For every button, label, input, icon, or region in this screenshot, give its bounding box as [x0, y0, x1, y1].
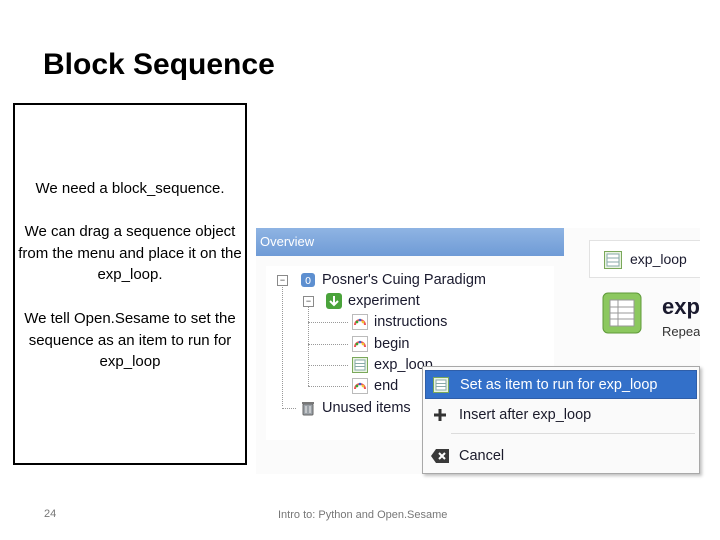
plus-icon [429, 405, 451, 425]
loop-large-icon [602, 292, 642, 339]
page-number: 24 [44, 508, 57, 520]
sequence-icon [326, 292, 342, 309]
sketchpad-icon [352, 313, 368, 330]
menu-item-set-as-item[interactable]: Set as item to run for exp_loop [425, 370, 697, 399]
menu-item-cancel[interactable]: Cancel [425, 442, 695, 469]
item-tab[interactable]: exp_loop [589, 240, 700, 278]
tree-item-unused[interactable]: Unused items [300, 397, 411, 418]
trash-icon [300, 400, 316, 416]
context-menu: Set as item to run for exp_loop Insert a… [422, 366, 700, 474]
menu-item-insert-after[interactable]: Insert after exp_loop [425, 401, 695, 428]
overview-header: Overview [256, 228, 564, 256]
svg-text:0: 0 [305, 276, 311, 287]
menu-separator [451, 433, 695, 434]
paragraph-3: We tell Open.Sesame to set the sequence … [24, 310, 236, 370]
tree-item-instructions[interactable]: instructions [352, 311, 447, 332]
tree-item-experiment[interactable]: experiment [326, 290, 420, 311]
footer-text: Intro to: Python and Open.Sesame [278, 509, 448, 521]
collapse-experiment-icon[interactable]: − [303, 296, 314, 307]
slide-title: Block Sequence [43, 48, 275, 81]
overview-tree: − − 0 Posner's Cuing Paradigm experiment… [266, 266, 554, 440]
tree-item-exp-loop[interactable]: exp_loop [352, 354, 433, 375]
item-title: exp [662, 294, 700, 319]
tree-item-end[interactable]: end [352, 375, 398, 396]
sketchpad-icon [352, 377, 368, 394]
opensesame-screenshot: Overview − − 0 Posner's Cuing Paradigm e… [256, 228, 700, 474]
paragraph-1: We need a block_sequence. [35, 180, 225, 197]
sketchpad-icon [352, 335, 368, 352]
text-box: We need a block_sequence. We can drag a … [13, 103, 247, 465]
experiment-root-icon: 0 [300, 272, 316, 288]
cancel-icon [429, 446, 451, 466]
tree-item-begin[interactable]: begin [352, 333, 409, 354]
item-tab-label: exp_loop [630, 251, 687, 267]
loop-icon [604, 251, 622, 274]
item-subtitle: Repea [662, 324, 700, 339]
collapse-root-icon[interactable]: − [277, 275, 288, 286]
item-header: exp Repea [586, 284, 700, 346]
tree-item-root[interactable]: 0 Posner's Cuing Paradigm [300, 269, 486, 290]
loop-icon [352, 356, 368, 373]
paragraph-2: We can drag a sequence object from the m… [18, 223, 242, 283]
loop-icon [430, 375, 452, 395]
